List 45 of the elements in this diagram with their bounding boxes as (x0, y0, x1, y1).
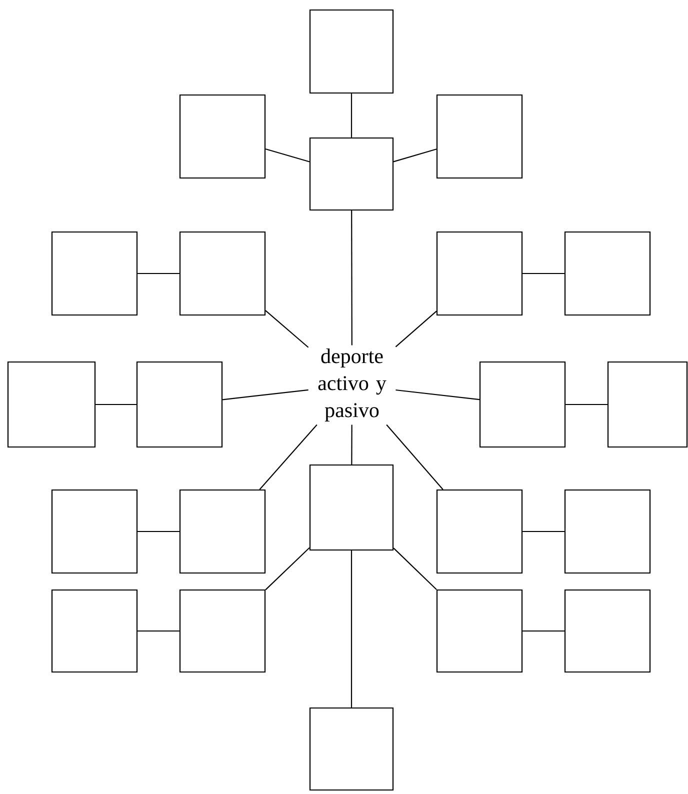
empty-box (607, 361, 688, 448)
empty-box (309, 9, 394, 94)
connector-line (522, 272, 564, 274)
connector-line (350, 550, 352, 708)
connector-line (96, 404, 136, 406)
connector-line (138, 530, 180, 532)
connector-line (522, 630, 564, 632)
empty-box (51, 589, 138, 673)
empty-box (436, 489, 523, 574)
connector-line (396, 389, 480, 400)
empty-box (479, 361, 566, 448)
connector-line (138, 630, 180, 632)
empty-box (436, 589, 523, 673)
empty-box (136, 361, 223, 448)
empty-box (179, 489, 266, 574)
connector-line (393, 548, 437, 590)
empty-box (309, 464, 394, 551)
connector-line (351, 210, 352, 346)
empty-box (179, 231, 266, 316)
connector-line (265, 310, 309, 348)
empty-box (436, 94, 523, 179)
empty-box (51, 489, 138, 574)
connector-line (259, 424, 318, 490)
connector-line (265, 148, 310, 162)
connector-line (351, 424, 352, 464)
empty-box (51, 231, 138, 316)
empty-box (7, 361, 96, 448)
empty-box (564, 589, 651, 673)
empty-box (179, 589, 266, 673)
empty-box (179, 94, 266, 179)
center-text: deporte activo y pasivo (318, 348, 386, 422)
empty-box (564, 489, 651, 574)
connector-line (395, 310, 437, 348)
connector-line (138, 272, 180, 274)
connector-line (522, 530, 564, 532)
connector-line (393, 148, 437, 162)
empty-box (309, 707, 394, 791)
connector-line (386, 424, 444, 490)
connector-line (222, 389, 308, 400)
empty-box (436, 231, 523, 316)
connector-line (265, 547, 310, 590)
empty-box (564, 231, 651, 316)
connector-line (566, 404, 608, 406)
empty-box (309, 137, 394, 211)
connector-line (350, 94, 352, 138)
